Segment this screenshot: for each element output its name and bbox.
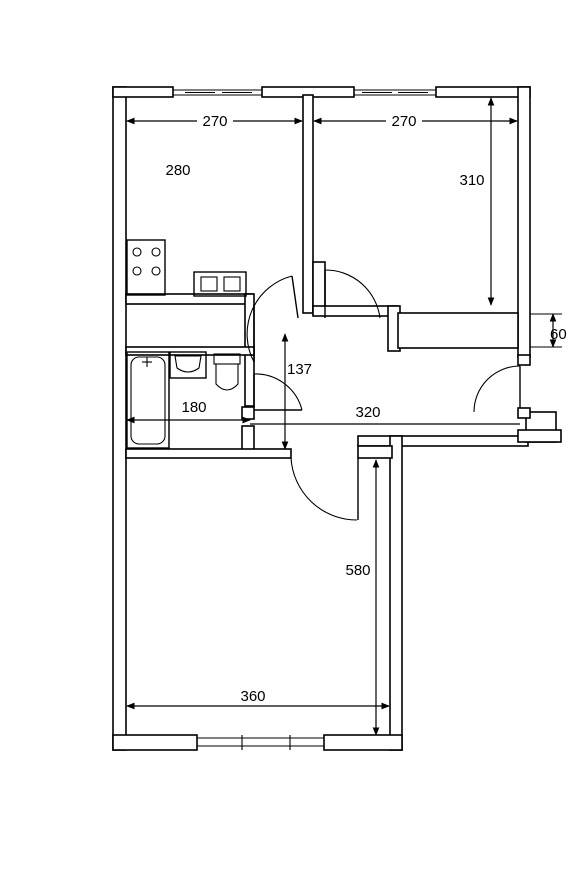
sink-icon (193, 271, 247, 297)
door-entrance (473, 365, 521, 413)
label-corridor-length: 320 (355, 404, 380, 421)
door-bathroom (253, 373, 303, 411)
stove-icon (126, 239, 166, 296)
label-room-top-right-width: 270 (391, 113, 416, 130)
label-room-top-right-depth: 310 (459, 172, 484, 189)
label-room-top-left-width: 270 (202, 113, 227, 130)
washbasin-icon (169, 351, 207, 379)
door-kitchen (246, 275, 299, 363)
doors (246, 269, 521, 521)
door-top-right-room (324, 269, 381, 319)
window-top-right (354, 89, 436, 96)
toilet-icon (213, 353, 241, 391)
windows (173, 89, 436, 750)
door-living-room (290, 457, 359, 521)
window-bottom (197, 735, 324, 750)
window-top-left (173, 89, 262, 96)
label-living-room-width: 360 (240, 688, 265, 705)
dimension-labels: 270 270 280 310 60 137 180 320 580 360 (165, 112, 567, 705)
label-living-room-depth: 580 (345, 562, 370, 579)
bathtub-icon (126, 351, 170, 449)
label-hall-width: 137 (287, 361, 312, 378)
label-bathroom-width: 180 (181, 399, 206, 416)
walls (112, 86, 562, 751)
dimension-lines (126, 97, 562, 736)
label-balcony-depth: 60 (550, 326, 567, 343)
label-room-top-left-depth: 280 (165, 162, 190, 179)
